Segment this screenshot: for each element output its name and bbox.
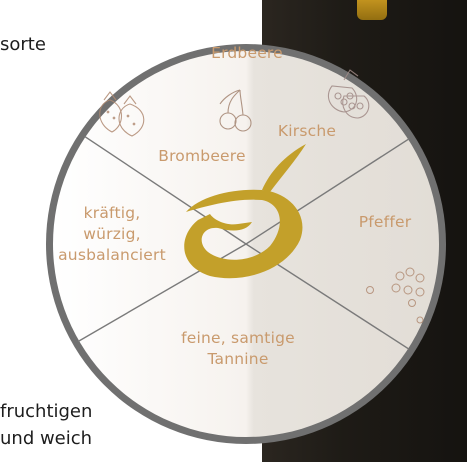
label-tannine: feine, samtige Tannine xyxy=(158,328,318,370)
label-kirsche: Kirsche xyxy=(267,121,347,142)
label-pfeffer: Pfeffer xyxy=(345,212,425,233)
label-brombeere: Brombeere xyxy=(142,146,262,167)
label-body: kräftig, würzig, ausbalanciert xyxy=(52,203,172,266)
label-erdbeere: Erdbeere xyxy=(197,43,297,64)
